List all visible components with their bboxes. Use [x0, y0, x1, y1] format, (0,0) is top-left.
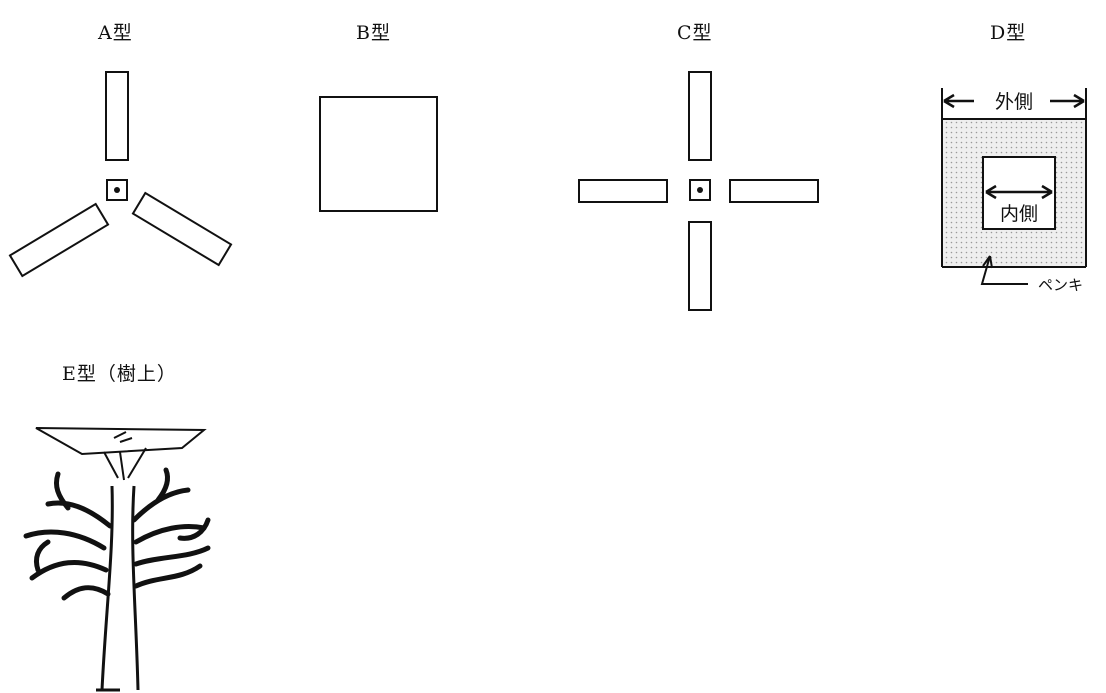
type-d-paint-label: ペンキ [1038, 276, 1083, 294]
type-a-figure [0, 60, 240, 300]
type-c-blade-left [578, 179, 668, 203]
type-b-figure [318, 95, 442, 215]
type-a-blade-top [105, 71, 129, 161]
type-d-outer-arrow-left [943, 93, 974, 109]
type-b-label: B型 [356, 22, 391, 44]
type-d-outer-frame [941, 88, 1087, 268]
type-d-inner-label: 内側 [1000, 203, 1038, 225]
type-e-tray-support [103, 431, 147, 481]
type-d-label: D型 [990, 22, 1027, 44]
type-d-figure: 外側 内側 ペンキ [930, 86, 1106, 296]
type-a-label: A型 [98, 22, 133, 44]
type-c-label: C型 [677, 22, 713, 44]
type-d-outer-arrow-right [1050, 93, 1085, 109]
type-c-blade-right [729, 179, 819, 203]
type-d-paint-leader [980, 255, 1028, 285]
type-e-label: E型（樹上） [62, 363, 177, 385]
type-b-square [319, 96, 438, 212]
type-a-blade-left [8, 202, 110, 278]
type-d-outer-label: 外側 [995, 91, 1033, 113]
type-c-blade-top [688, 71, 712, 161]
type-e-trunk [96, 485, 140, 692]
type-e-branches [23, 467, 211, 601]
type-e-figure [8, 408, 238, 693]
type-c-center-dot [697, 187, 703, 193]
type-a-blade-right [131, 191, 233, 267]
type-c-blade-bottom [688, 221, 712, 311]
type-d-inner-arrow [985, 184, 1053, 200]
type-c-figure [575, 60, 825, 320]
type-a-center-dot [114, 187, 120, 193]
type-d-paint-arrowhead [982, 255, 993, 269]
